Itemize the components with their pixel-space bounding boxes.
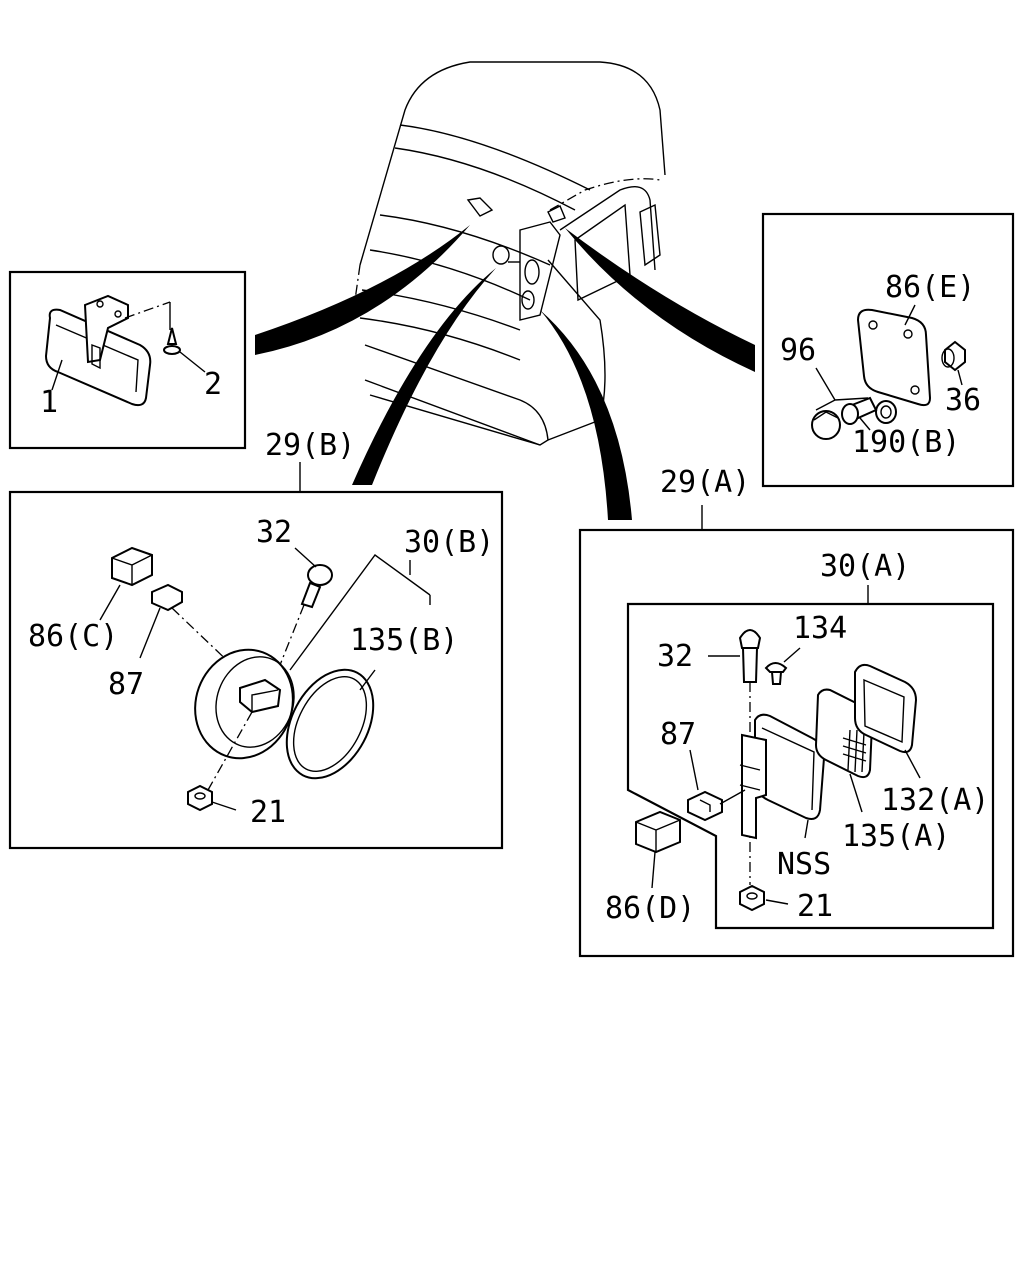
label-87-b: 87: [108, 667, 144, 702]
label-86e: 86(E): [885, 270, 975, 305]
lamp-b-box: [8, 462, 504, 850]
label-36: 36: [945, 383, 981, 418]
lamp-housing-nss: [739, 713, 826, 840]
rear-view-mirror: [44, 294, 152, 407]
label-135a: 135(A): [842, 819, 950, 854]
bracket-86c: [111, 546, 153, 587]
label-30a: 30(A): [820, 549, 910, 584]
nut-21-b: [187, 784, 213, 812]
bracket-86d: [635, 810, 681, 854]
bolt-32-b: [300, 564, 333, 609]
label-21-b: 21: [250, 795, 286, 830]
round-lamp-housing: [194, 648, 295, 760]
detail-86e-box-frame: [761, 212, 1015, 488]
frame-132a: [854, 663, 918, 754]
mirror-box-frame: [8, 270, 247, 450]
label-96: 96: [780, 333, 816, 368]
label-134: 134: [793, 611, 847, 646]
gasket-135b: [285, 668, 375, 780]
screw-134: [764, 662, 788, 685]
label-29b: 29(B): [265, 428, 355, 463]
part-labels: 1 2 29(B) 32 30(B) 86(C) 135(B) 87 21 86…: [28, 270, 989, 926]
screw-2: [163, 327, 181, 355]
label-nss: NSS: [777, 847, 831, 882]
label-86c: 86(C): [28, 619, 118, 654]
mirror-box: [8, 270, 247, 450]
lamp-b-box-frame: [8, 490, 504, 850]
lamp-a-sub-frame: [626, 602, 995, 930]
label-87-a: 87: [660, 717, 696, 752]
nut-36: [941, 340, 966, 372]
label-132a: 132(A): [881, 783, 989, 818]
label-30b: 30(B): [404, 525, 494, 560]
label-190b: 190(B): [852, 425, 960, 460]
plate-86e: [856, 308, 932, 407]
washer: [875, 400, 897, 424]
label-86d: 86(D): [605, 891, 695, 926]
lamp-a-box-frame: [578, 528, 1015, 958]
clip-87-a: [687, 790, 723, 822]
label-32-b: 32: [256, 515, 292, 550]
bolt-190b: [841, 396, 878, 425]
label-135b: 135(B): [350, 623, 458, 658]
lamp-a-box: [578, 505, 1015, 958]
bolt-32-a: [738, 629, 762, 683]
label-32-a: 32: [657, 639, 693, 674]
leader-wedges: [255, 225, 755, 520]
detail-86e-box: [761, 212, 1015, 488]
clip-87-b: [151, 583, 183, 612]
nut-21-a: [739, 884, 765, 912]
cap-96: [811, 410, 841, 440]
label-screw-2: 2: [204, 367, 222, 402]
label-29a: 29(A): [660, 465, 750, 500]
label-mirror-1: 1: [40, 385, 58, 420]
label-21-a: 21: [797, 889, 833, 924]
